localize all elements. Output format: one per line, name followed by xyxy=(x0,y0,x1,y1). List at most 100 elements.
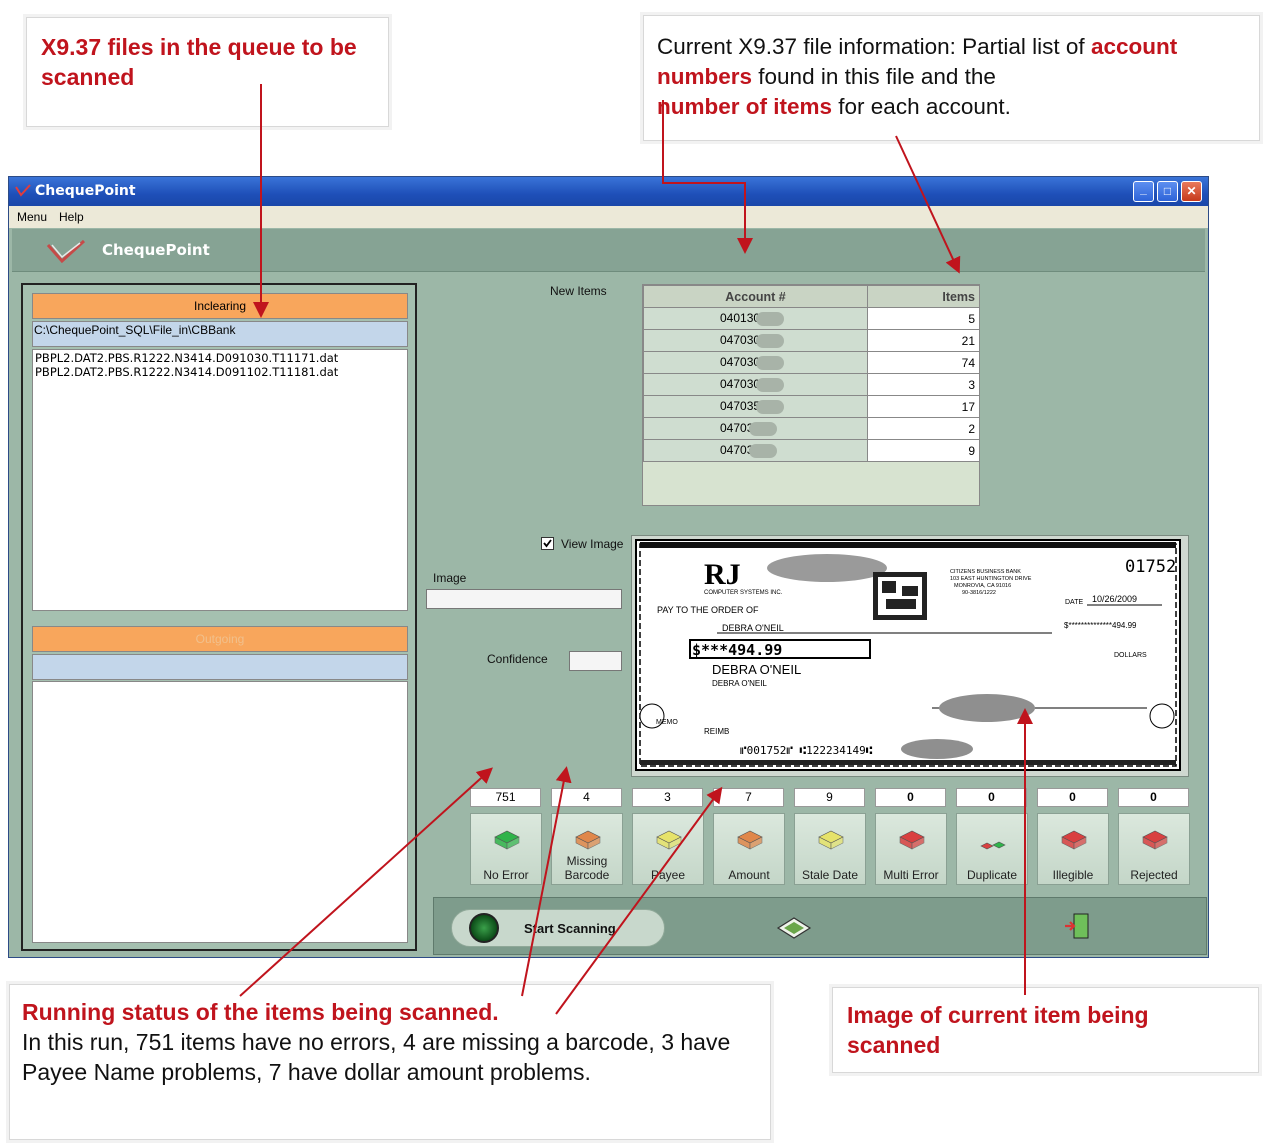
new-items-label: New Items xyxy=(550,284,607,298)
image-field[interactable] xyxy=(426,589,622,609)
menu-item-menu[interactable]: Menu xyxy=(17,210,48,224)
stale-date-icon xyxy=(818,830,844,850)
duplicate-icon xyxy=(980,841,1006,850)
rejected-button[interactable]: Rejected xyxy=(1118,813,1190,885)
payee-icon xyxy=(656,830,682,850)
list-item[interactable]: PBPL2.DAT2.PBS.R1222.N3414.D091030.T1117… xyxy=(35,351,339,365)
amount-count: 7 xyxy=(713,788,784,807)
file-info-middle: found in this file and the xyxy=(752,64,996,89)
chequepoint-window: ChequePoint _ □ ✕ Menu Help ChequePoint … xyxy=(8,176,1209,958)
stale-date-count: 9 xyxy=(794,788,865,807)
radar-icon xyxy=(469,913,499,943)
payee-button[interactable]: Payee xyxy=(632,813,704,885)
check-number: 01752 xyxy=(1125,557,1176,577)
file-info-suffix: for each account. xyxy=(832,94,1011,119)
close-button[interactable]: ✕ xyxy=(1181,181,1202,202)
duplicate-button[interactable]: Duplicate xyxy=(956,813,1028,885)
items-cell: 5 xyxy=(867,307,980,330)
account-cell: 04703 xyxy=(643,417,868,440)
illegible-label: Illegible xyxy=(1052,868,1094,882)
missing-barcode-label: Missing Barcode xyxy=(564,854,610,882)
minimize-button[interactable]: _ xyxy=(1133,181,1154,202)
multi-error-label: Multi Error xyxy=(883,868,939,882)
no-error-count: 751 xyxy=(470,788,541,807)
amount-icon xyxy=(737,830,763,850)
multi-error-button[interactable]: Multi Error xyxy=(875,813,947,885)
rejected-label: Rejected xyxy=(1130,868,1178,882)
image-callout-text: Image of current item being scanned xyxy=(847,1002,1149,1058)
check-address-name: DEBRA O'NEIL xyxy=(712,662,801,677)
banner-title: ChequePoint xyxy=(102,241,210,259)
redacted-mark xyxy=(749,443,778,458)
account-cell: 04703 xyxy=(643,439,868,462)
rejected-icon xyxy=(1142,830,1168,850)
bottom-toolbar: Start Scanning xyxy=(433,897,1207,955)
checkmark-icon xyxy=(543,539,552,548)
status-callout: Running status of the items being scanne… xyxy=(9,984,771,1140)
start-scanning-label: Start Scanning xyxy=(524,921,616,936)
menu-item-help[interactable]: Help xyxy=(59,210,84,224)
account-cell: 047030 xyxy=(643,329,868,352)
no-error-icon xyxy=(494,830,520,850)
account-cell: 040130 xyxy=(643,307,868,330)
no-error-button[interactable]: No Error xyxy=(470,813,542,885)
cheque-stack-icon[interactable] xyxy=(776,915,812,941)
inclearing-path[interactable]: C:\ChequePoint_SQL\File_in\CBBank xyxy=(32,321,408,347)
exit-door-icon[interactable] xyxy=(1062,911,1092,941)
column-header-items[interactable]: Items xyxy=(867,285,980,308)
list-item[interactable]: PBPL2.DAT2.PBS.R1222.N3414.D091102.T1118… xyxy=(35,365,339,379)
outgoing-path[interactable] xyxy=(32,654,408,680)
maximize-button[interactable]: □ xyxy=(1157,181,1178,202)
items-cell: 17 xyxy=(867,395,980,418)
status-callout-body: In this run, 751 items have no errors, 4… xyxy=(22,1029,731,1085)
amount-button[interactable]: Amount xyxy=(713,813,785,885)
inclearing-file-list[interactable]: PBPL2.DAT2.PBS.R1222.N3414.D091030.T1117… xyxy=(32,349,408,611)
inclearing-header[interactable]: Inclearing xyxy=(32,293,408,319)
check-bank: CITIZENS BUSINESS BANK xyxy=(950,569,1021,575)
missing-barcode-button[interactable]: Missing Barcode xyxy=(551,813,623,885)
start-scanning-button[interactable]: Start Scanning xyxy=(451,909,665,947)
file-info-prefix: Current X9.37 file information: Partial … xyxy=(657,34,1091,59)
redacted-mark xyxy=(756,355,785,370)
queue-callout: X9.37 files in the queue to be scanned xyxy=(26,17,389,127)
redacted-mark xyxy=(756,399,785,414)
multi-error-icon xyxy=(899,830,925,850)
amount-label: Amount xyxy=(728,868,770,882)
check-micr: ⑈001752⑈ ⑆122234149⑆ xyxy=(740,744,873,757)
stale-date-button[interactable]: Stale Date xyxy=(794,813,866,885)
check-image-panel: RJ COMPUTER SYSTEMS INC. CITIZENS BUSINE… xyxy=(631,535,1189,777)
confidence-field[interactable] xyxy=(569,651,622,671)
check-pay-label: PAY TO THE ORDER OF xyxy=(657,605,759,615)
check-logo-company: COMPUTER SYSTEMS INC. xyxy=(704,590,783,596)
check-memo-value: REIMB xyxy=(704,727,729,736)
menu-bar: Menu Help xyxy=(9,206,1208,228)
account-cell: 047030 xyxy=(643,373,868,396)
check-date-label: DATE xyxy=(1065,599,1083,606)
chequepoint-banner-logo-icon xyxy=(46,239,86,263)
title-bar[interactable]: ChequePoint _ □ ✕ xyxy=(9,177,1208,206)
rejected-count: 0 xyxy=(1118,788,1189,807)
illegible-button[interactable]: Illegible xyxy=(1037,813,1109,885)
outgoing-file-list[interactable] xyxy=(32,681,408,943)
outgoing-header[interactable]: Outgoing xyxy=(32,626,408,652)
column-header-account[interactable]: Account # xyxy=(643,285,868,308)
image-label: Image xyxy=(433,571,467,585)
view-image-checkbox[interactable] xyxy=(541,537,554,550)
status-callout-title: Running status of the items being scanne… xyxy=(22,999,499,1025)
check-bank-address: 103 EAST HUNTINGTON DRIVE xyxy=(950,576,1032,582)
duplicate-label: Duplicate xyxy=(966,868,1018,882)
check-dollars: DOLLARS xyxy=(1114,652,1147,659)
window-title: ChequePoint xyxy=(35,183,136,199)
items-cell: 2 xyxy=(867,417,980,440)
confidence-label: Confidence xyxy=(487,652,548,666)
file-info-items: number of items xyxy=(657,94,833,119)
file-info-accounts: account numbers xyxy=(657,34,1178,89)
